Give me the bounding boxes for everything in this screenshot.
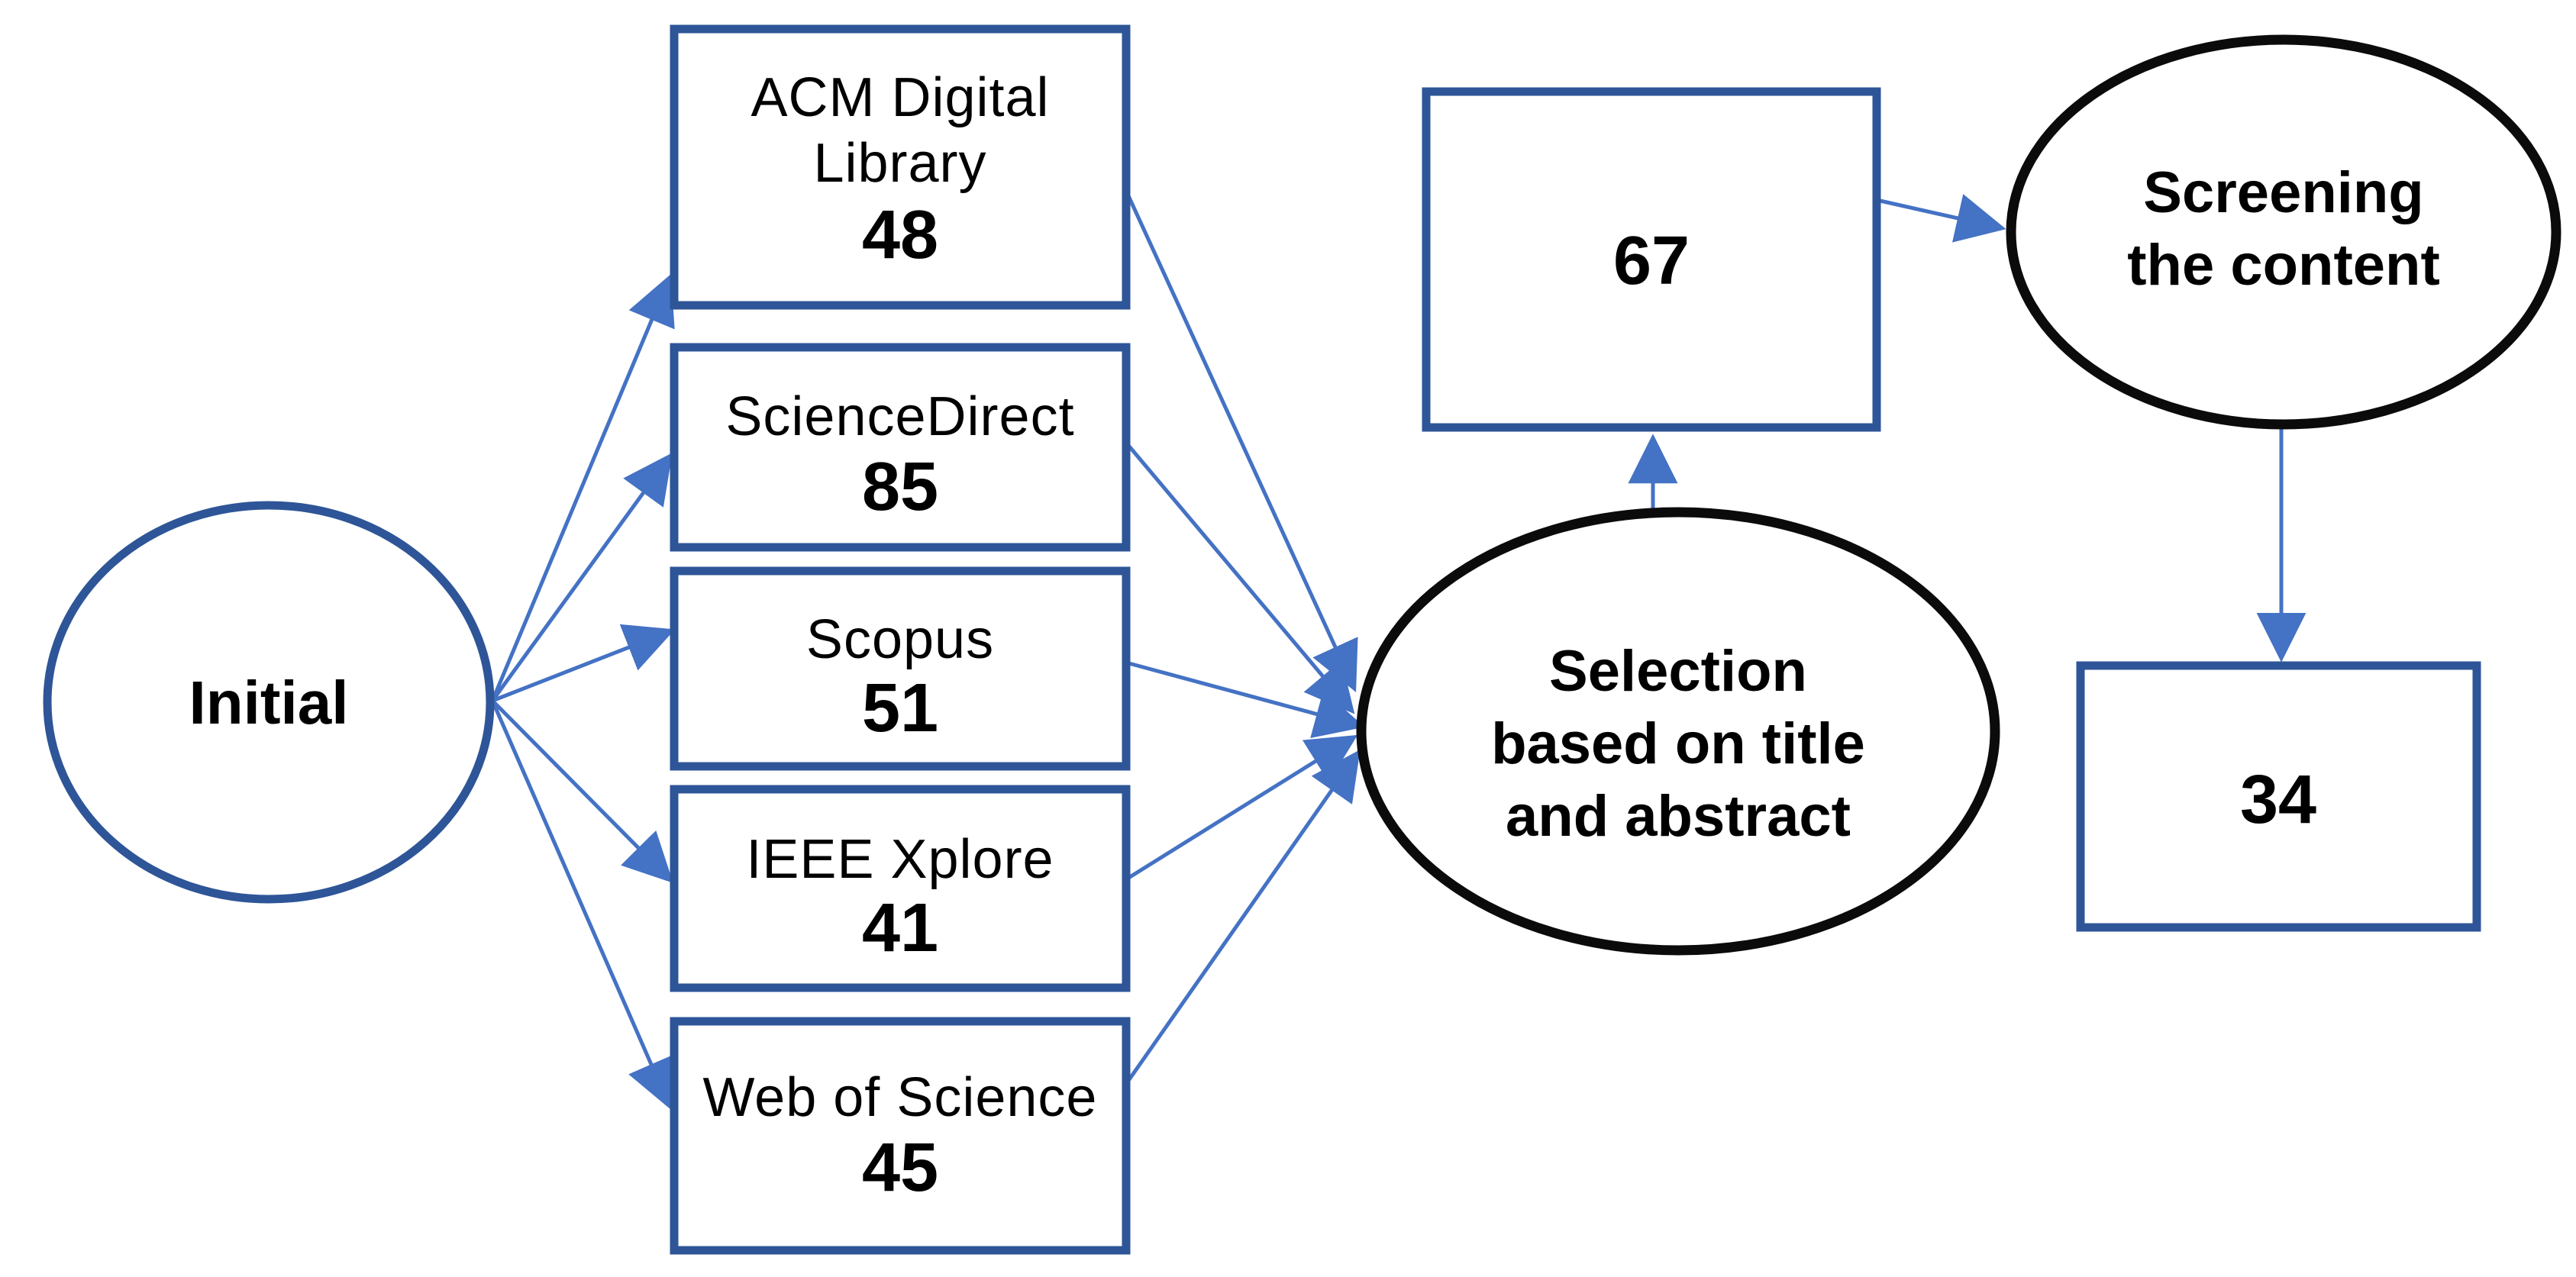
- scopus-label: Scopus: [806, 609, 994, 670]
- ieee-box: [670, 785, 1131, 992]
- arrow-initial-to-ieee-box: [491, 699, 673, 883]
- sciencedirect-box: [670, 343, 1131, 552]
- acm-label-line2: Library: [813, 133, 986, 194]
- ieee-count: 41: [862, 890, 938, 966]
- wos-label: Web of Science: [703, 1067, 1098, 1128]
- arrow-sciencedirect-to-selection: [1125, 441, 1355, 714]
- selection-node: Selection based on title and abstract: [1356, 507, 2000, 956]
- initial-node: Initial: [43, 501, 495, 904]
- arrow-wos-to-selection: [1124, 750, 1361, 1085]
- selection-label-line2: based on title: [1491, 711, 1865, 776]
- selection-ellipse: [1356, 507, 2000, 956]
- selection-label-line1: Selection: [1549, 639, 1807, 704]
- initial-label: Initial: [189, 669, 349, 737]
- count-67-value: 67: [1613, 223, 1690, 299]
- arrow-initial-to-scopus-box: [492, 624, 676, 703]
- count-34-value: 34: [2240, 762, 2316, 838]
- arrow-67-box-to-screening: [1876, 194, 2006, 243]
- acm-box-node: ACM Digital Library 48: [670, 24, 1131, 310]
- initial-ellipse: [43, 501, 495, 904]
- acm-label-line1: ACM Digital: [751, 67, 1049, 128]
- count-67-node: 67: [1422, 87, 1881, 432]
- arrow-scopus-to-selection: [1125, 660, 1365, 738]
- arrows-initial-to-sources: [490, 274, 676, 1110]
- count-34-node: 34: [2076, 661, 2481, 932]
- acm-box: [670, 24, 1131, 310]
- wos-count: 45: [862, 1130, 938, 1206]
- wos-box: [670, 1017, 1131, 1255]
- arrow-acm-to-selection: [1124, 189, 1358, 692]
- arrows-sources-to-selection: [1124, 189, 1365, 1085]
- screening-label-line2: the content: [2127, 233, 2440, 298]
- sciencedirect-box-node: ScienceDirect 85: [670, 343, 1131, 552]
- sciencedirect-count: 85: [862, 449, 938, 525]
- arrow-initial-to-wos-box: [490, 700, 674, 1110]
- screening-ellipse: [2006, 34, 2561, 430]
- ieee-label: IEEE Xplore: [746, 829, 1054, 890]
- scopus-box: [670, 566, 1131, 771]
- arrow-initial-to-acm-box: [490, 274, 675, 701]
- selection-label-line3: and abstract: [1506, 784, 1851, 849]
- count-67-box: [1422, 87, 1881, 432]
- ieee-box-node: IEEE Xplore 41: [670, 785, 1131, 992]
- screening-node: Screening the content: [2006, 34, 2561, 430]
- scopus-count: 51: [862, 670, 938, 747]
- sciencedirect-label: ScienceDirect: [725, 386, 1074, 447]
- screening-label-line1: Screening: [2143, 160, 2423, 225]
- count-34-box: [2076, 661, 2481, 932]
- wos-box-node: Web of Science 45: [670, 1017, 1131, 1255]
- acm-count: 48: [862, 197, 938, 273]
- scopus-box-node: Scopus 51: [670, 566, 1131, 771]
- arrow-initial-to-sciencedirect-box: [490, 453, 673, 702]
